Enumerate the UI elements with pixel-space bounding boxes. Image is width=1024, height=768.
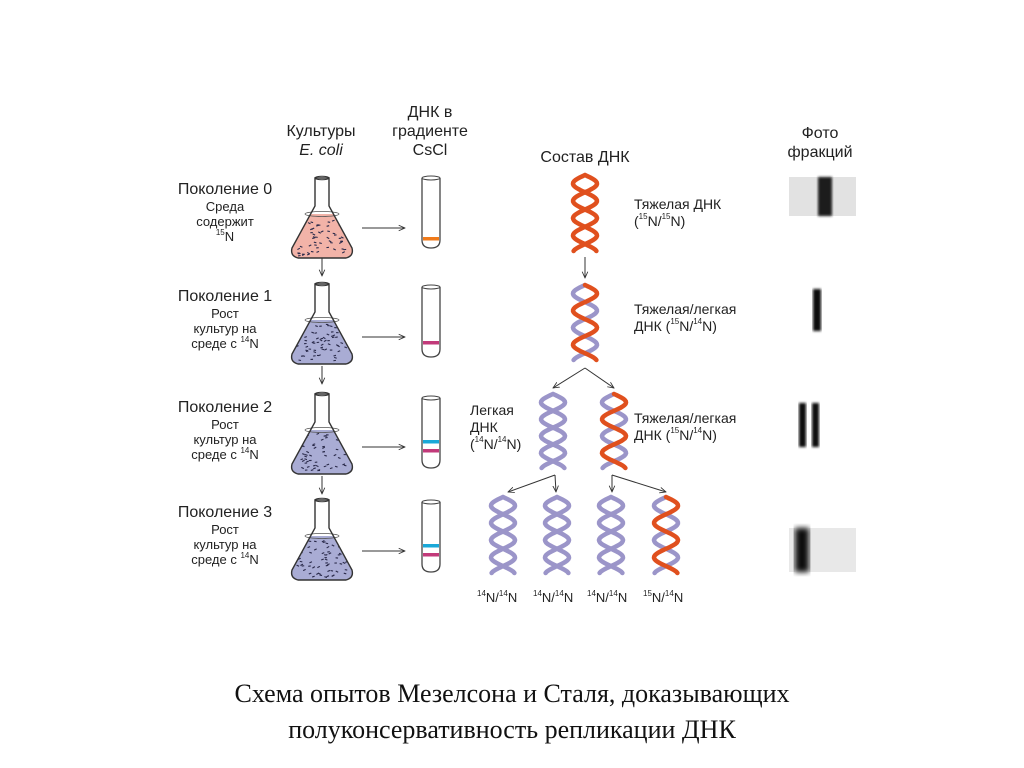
flask-gen-3 [290,497,354,581]
photo-fraction-2 [799,403,819,447]
bottom-label-1: 14N/14N [477,588,518,605]
helix-hybrid-gen2 [599,391,629,471]
bottom-label-3: 14N/14N [587,588,628,605]
flask-gen-2 [290,391,354,475]
helix-hybrid-gen1 [570,282,600,363]
tube-gen-0 [421,175,441,249]
band-gen-1-0 [423,341,439,345]
helix-light-gen3-3 [596,494,626,576]
generation-1-label: Поколение 1 Рост культур на среде с 14N [177,288,273,351]
band-gen-3-0 [423,544,439,548]
flask-gen-1 [290,281,354,365]
helix-light-gen3-2 [542,494,572,576]
label-light-dna: Легкая ДНК (14N/14N) [470,402,522,452]
arrow-split-left [553,367,586,388]
helix-light-gen3-1 [488,494,518,576]
generation-2-label: Поколение 2 Рост культур на среде с 14N [177,399,273,462]
label-heavy-dna: Тяжелая ДНК (15N/15N) [634,196,722,229]
helix-hybrid-gen3 [651,494,681,576]
generation-3-label: Поколение 3 Рост культур на среде с 14N [177,504,273,567]
header-photo: Фото фракций [787,125,853,161]
flask-gen-0 [290,175,354,259]
header-cultures: Культуры E. coli [286,123,356,159]
bottom-label-4: 15N/14N [643,588,684,605]
arrow-split-right [584,367,614,388]
header-composition: Состав ДНК [540,149,630,166]
band-gen-2-0 [423,440,439,444]
band-gen-0-0 [423,237,439,241]
figure-caption: Схема опытов Мезелсона и Сталя, доказыва… [234,679,790,744]
tube-gen-2 [421,395,441,469]
label-hybrid-dna-gen1: Тяжелая/легкая ДНК (15N/14N) [634,301,737,334]
arrow-gen3-4 [611,474,666,492]
helix-heavy-gen0 [570,172,600,254]
tube-gen-3 [421,499,441,573]
label-hybrid-dna-gen2: Тяжелая/легкая ДНК (15N/14N) [634,410,737,443]
bottom-label-2: 14N/14N [533,588,574,605]
photo-fraction-3 [789,528,856,572]
helix-light-gen2 [538,391,568,471]
header-gradient: ДНК в градиенте CsCl [392,104,468,159]
photo-fraction-0 [789,177,856,216]
generation-0-label: Поколение 0 Среда содержит 15N [177,181,273,244]
arrow-gen3-2 [555,474,556,492]
band-gen-2-1 [423,449,439,453]
photo-fraction-1 [813,289,821,331]
band-gen-3-1 [423,553,439,557]
tube-gen-1 [421,284,441,358]
arrow-gen3-1 [508,474,556,492]
